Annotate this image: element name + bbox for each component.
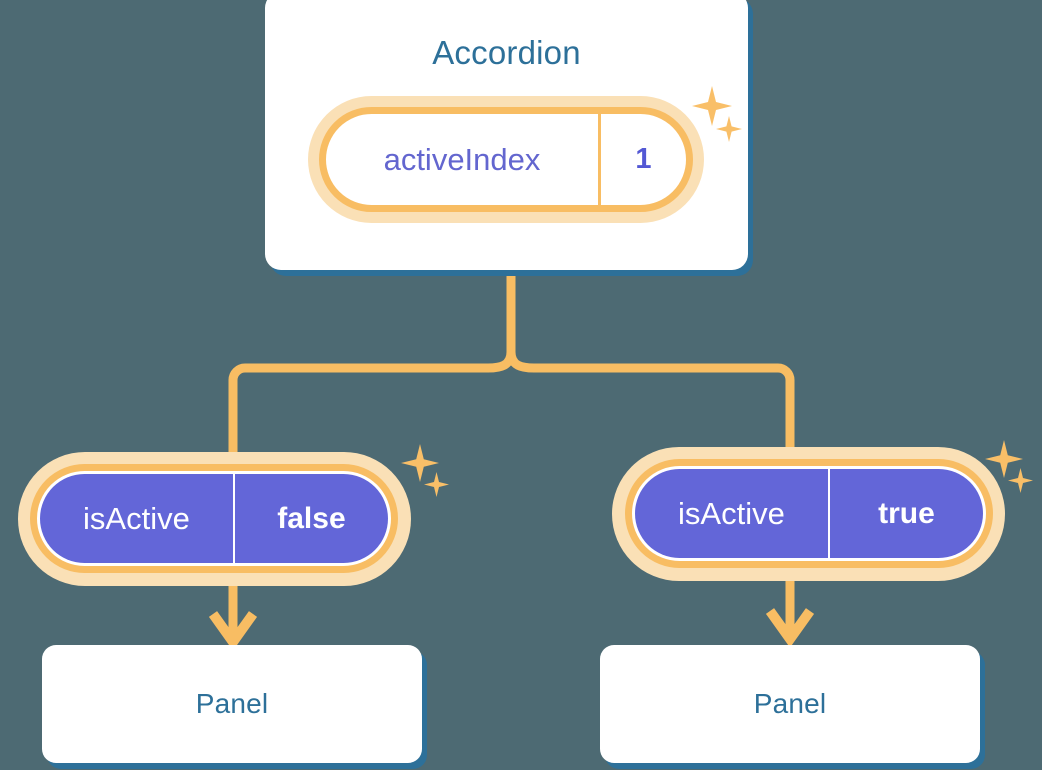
connector-drop-left [228,363,246,458]
right-state-value: true [878,496,935,530]
panel-left-title: Panel [195,688,269,719]
left-state-pill-inner: isActive false [40,474,388,563]
left-state-value: false [277,501,346,535]
left-state-key: isActive [40,474,235,563]
right-state-key: isActive [635,469,830,558]
sparkle-large-icon [401,444,439,482]
right-state-pill-inner: isActive true [635,469,983,558]
panel-card-left[interactable]: Panel [42,645,422,763]
sparkle-small-icon [1008,468,1033,493]
accordion-state-key: activeIndex [326,114,601,205]
arrow-head-left [208,611,258,651]
right-state-pill[interactable]: isActive true [625,459,993,568]
arrow-head-right [765,608,815,648]
sparkle-small-icon [424,472,449,497]
panel-right-title: Panel [753,688,827,719]
connector-fork-left [245,351,516,373]
connector-fork-right [506,351,778,373]
accordion-state-pill[interactable]: activeIndex 1 [319,107,693,212]
accordion-title: Accordion [432,34,581,71]
left-state-pill[interactable]: isActive false [30,464,398,573]
accordion-state-value: 1 [635,143,652,175]
panel-card-right[interactable]: Panel [600,645,980,763]
connector-drop-right [777,363,795,452]
